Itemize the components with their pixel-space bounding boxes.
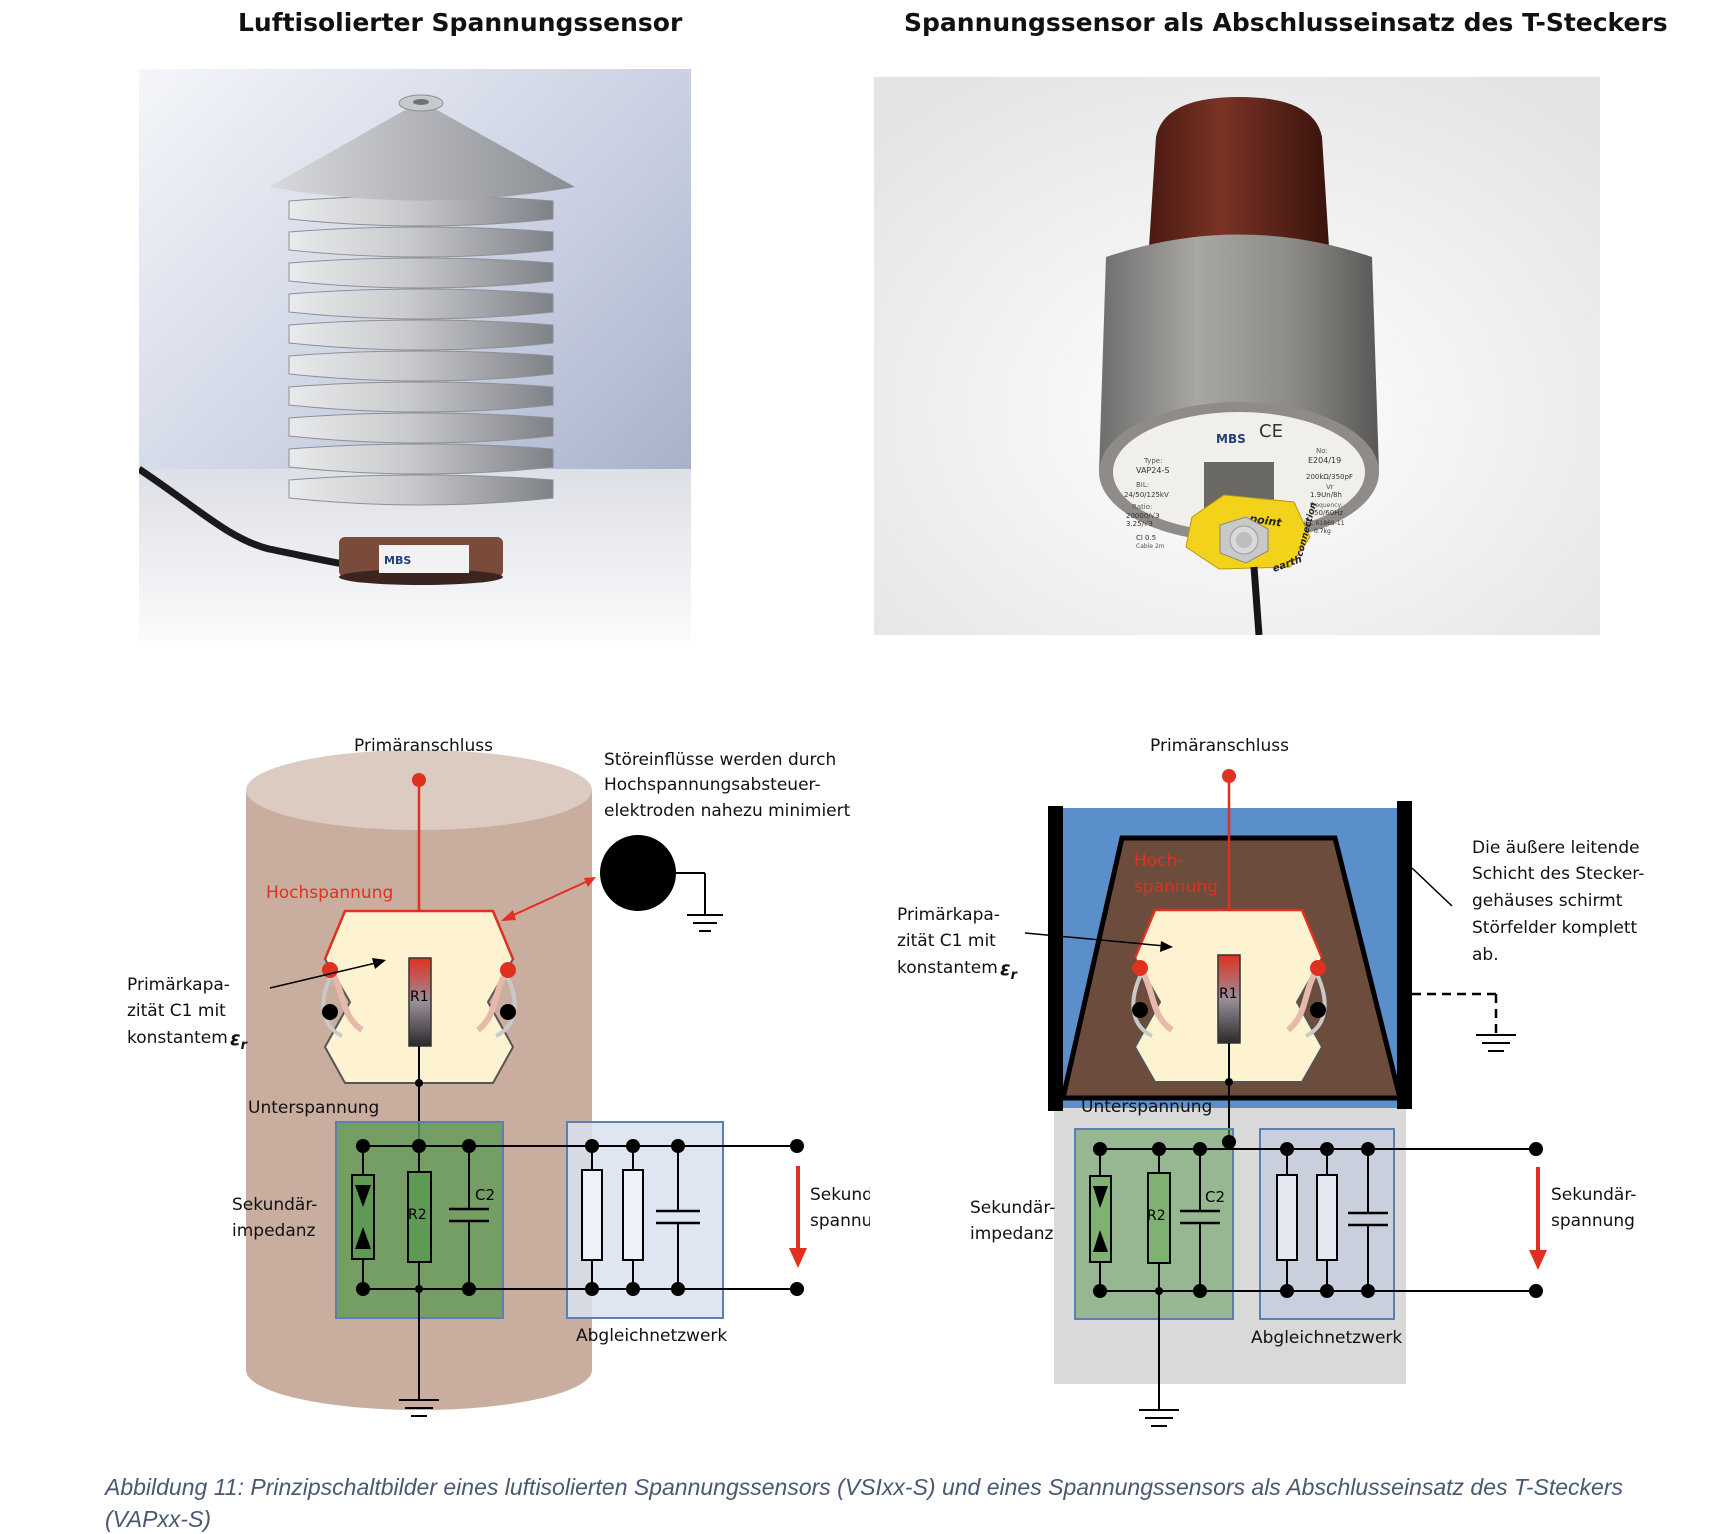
c2-label-right: C2: [1205, 1188, 1225, 1206]
shield-fin: [288, 195, 554, 227]
c1-label-right-line-3: konstantem: [897, 958, 998, 978]
interference-line-1: Störeinflüsse werden durch: [604, 750, 836, 770]
shield-fin: [288, 226, 554, 258]
shield-fin: [288, 350, 554, 382]
ratio-label: Ratio:: [1132, 503, 1152, 511]
shield-fin: [288, 257, 554, 289]
freq-label: Frequency:: [1310, 502, 1343, 509]
no-label: No:: [1316, 447, 1328, 455]
shield-fin: [288, 474, 554, 506]
interference-source: [600, 835, 676, 911]
output-terminal-bottom: [790, 1282, 804, 1296]
schematic-t-connector: Primäranschluss Hoch- spannung R1 Primär…: [897, 736, 1644, 1427]
photo-air-insulated-sensor: MBS: [139, 69, 691, 641]
no-value: E204/19: [1308, 456, 1341, 465]
interference-line-2: Hochspannungsabsteuer-: [604, 775, 821, 795]
network-resistor-2-right: [1316, 1174, 1338, 1261]
high-voltage-label: Hochspannung: [266, 883, 393, 903]
protection-diode: [351, 1174, 375, 1260]
right-brand: MBS: [1216, 432, 1246, 446]
shield-line-1: Die äußere leitende: [1472, 838, 1640, 858]
type-label: Type:: [1143, 457, 1162, 465]
shield-fin: [288, 443, 554, 475]
secondary-voltage-right-line-2: spannung: [1551, 1211, 1635, 1231]
c2-label: C2: [475, 1186, 495, 1204]
interference-line-3: elektroden nahezu minimiert: [604, 801, 851, 821]
c1-label-line-1: Primärkapa-: [127, 975, 230, 995]
secondary-impedance-line-2: impedanz: [232, 1221, 316, 1241]
label-brand: MBS: [384, 554, 411, 567]
r2-label-right: R2: [1147, 1208, 1166, 1224]
r2-label: R2: [408, 1207, 427, 1223]
r1-label: R1: [410, 989, 429, 1005]
high-voltage-label-right-2: spannung: [1134, 877, 1218, 897]
iec-value: IEC 61869-11: [1304, 520, 1345, 527]
shield-fin: [288, 288, 554, 320]
bil-label: BIL:: [1136, 481, 1149, 489]
c1-label-line-3: konstantem: [127, 1028, 228, 1048]
secondary-impedance-line-1: Sekundär-: [232, 1195, 317, 1215]
primary-connection-label: Primäranschluss: [354, 736, 493, 756]
balancing-network-label-right: Abgleichnetzwerk: [1251, 1328, 1402, 1348]
ratio-bottom: 3.25/√3: [1126, 520, 1153, 528]
c1-label-right-line-2: zität C1 mit: [897, 931, 996, 951]
r1-label-right: R1: [1219, 986, 1238, 1002]
type-value: VAP24-S: [1136, 466, 1169, 475]
freq-value: 50/60Hz: [1314, 509, 1343, 517]
high-voltage-label-right-1: Hoch-: [1134, 851, 1183, 871]
shield-line-5: ab.: [1472, 945, 1499, 965]
vt-label: Vr: [1326, 483, 1334, 491]
secondary-impedance-right-line-2: impedanz: [970, 1224, 1054, 1244]
secondary-voltage-line-2: spannung: [810, 1211, 870, 1231]
shield-line-3: gehäuses schirmt: [1472, 891, 1623, 911]
output-terminal-top: [790, 1139, 804, 1153]
outer-shield-right: [1397, 801, 1412, 1109]
protection-diode-right: [1089, 1175, 1112, 1263]
secondary-impedance-right-line-1: Sekundär-: [970, 1198, 1055, 1218]
secondary-voltage-right-line-1: Sekundär-: [1551, 1185, 1636, 1205]
low-voltage-label: Unterspannung: [248, 1098, 379, 1118]
cable-value: Cable 2m: [1136, 543, 1165, 550]
ce-mark: CE: [1259, 421, 1283, 442]
outer-shield-left: [1048, 806, 1063, 1111]
shield-fin: [288, 319, 554, 351]
network-resistor-1: [581, 1169, 603, 1261]
shield-line-4: Störfelder komplett: [1472, 918, 1637, 938]
epsilon-symbol-right: εr: [1000, 958, 1019, 983]
heading-air-insulated: Luftisolierter Spannungssensor: [238, 8, 683, 37]
shield-fin: [288, 412, 554, 444]
low-voltage-label-right: Unterspannung: [1081, 1097, 1212, 1117]
ci-value: Cl 0.5: [1136, 534, 1156, 542]
c1-label-line-2: zität C1 mit: [127, 1001, 226, 1021]
network-resistor-1-right: [1276, 1174, 1298, 1261]
network-resistor-2: [622, 1169, 644, 1261]
secondary-voltage-line-1: Sekundär-: [810, 1185, 870, 1205]
epsilon-symbol: εr: [230, 1028, 249, 1053]
c1-label-right-line-1: Primärkapa-: [897, 905, 1000, 925]
balancing-network-label: Abgleichnetzwerk: [576, 1326, 727, 1346]
ratio-top: 20000/√3: [1126, 512, 1160, 520]
figure-caption: Abbildung 11: Prinzipschaltbilder eines …: [105, 1474, 1623, 1532]
primary-connection-label-right: Primäranschluss: [1150, 736, 1289, 756]
weight-value: 0.7kg: [1314, 528, 1331, 535]
rc-value: 200kΩ/350pF: [1306, 473, 1353, 481]
schematic-air-insulated: Primäranschluss Störeinflüsse werden dur…: [127, 736, 870, 1417]
bil-value: 24/50/125kV: [1124, 491, 1169, 499]
shield-line-2: Schicht des Stecker-: [1472, 864, 1644, 884]
shield-fin: [288, 381, 554, 413]
vt-value: 1.9Un/8h: [1310, 491, 1342, 499]
photo-t-connector-sensor: MBS CE Type: VAP24-S BIL: 24/50/125kV Ra…: [874, 77, 1600, 635]
heading-t-connector: Spannungssensor als Abschlusseinsatz des…: [904, 8, 1668, 37]
